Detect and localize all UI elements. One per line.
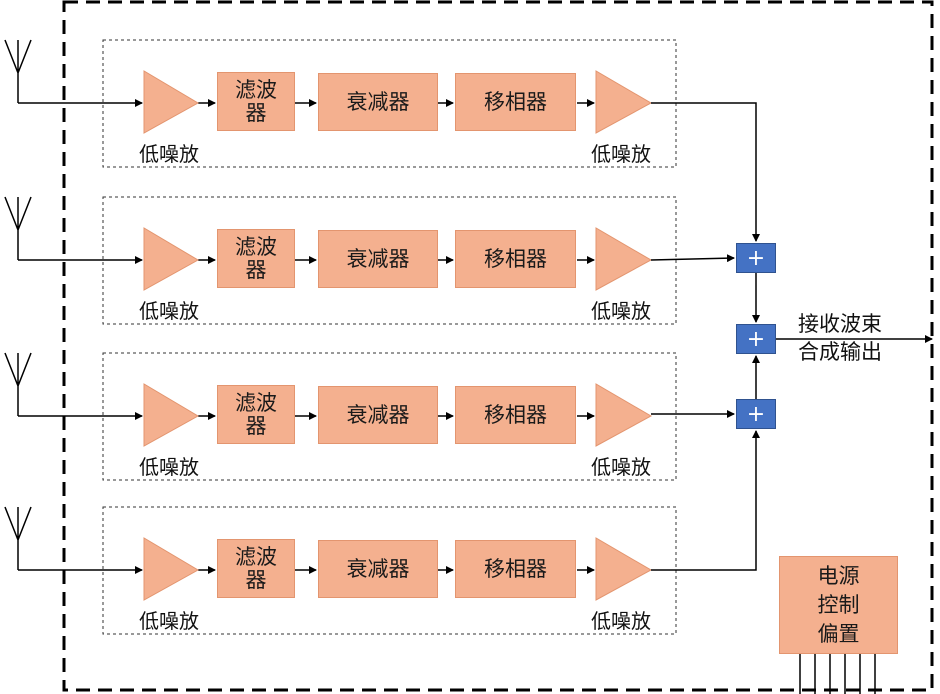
lna-in-label-2: 低噪放 [139,299,199,323]
lna-out-triangle-icon [595,383,653,447]
wire-ch1-to-adder1 [651,102,760,242]
filter-label-line1: 滤波 [235,390,277,415]
lna-in-label-1: 低噪放 [139,142,199,166]
lna-in-triangle-icon [143,383,200,447]
phase-shifter-block-3: 移相器 [455,386,576,444]
filter-label-line1: 滤波 [235,77,277,102]
lna-in-label-4: 低噪放 [139,609,199,633]
output-label: 接收波束 合成输出 [798,310,882,366]
power-control-bias-block: 电源 控制 偏置 [779,556,898,654]
filter-label-line1: 滤波 [235,234,277,259]
attenuator-block-3: 衰减器 [318,386,438,444]
lna-out-label-4: 低噪放 [591,609,651,633]
lna-out-label-2: 低噪放 [591,299,651,323]
filter-block-4: 滤波器 [217,539,295,598]
module-boundary [62,0,934,692]
phase-shifter-block-2: 移相器 [455,230,576,288]
lna-in-triangle-icon [143,227,200,291]
lna-out-label-3: 低噪放 [591,455,651,479]
filter-block-3: 滤波器 [217,385,295,444]
phase-shifter-block-1: 移相器 [455,73,576,131]
attenuator-block-2: 衰减器 [318,230,438,288]
antenna-icon [4,196,32,260]
lna-out-triangle-icon [595,537,653,601]
lna-in-triangle-icon [143,70,200,134]
filter-label-line2: 器 [245,413,267,438]
channel-box-2 [102,196,677,325]
phase-shifter-block-4: 移相器 [455,540,576,598]
antenna-icon [4,506,32,570]
lna-in-triangle-icon [143,537,200,601]
filter-label-line1: 滤波 [235,544,277,569]
lna-out-label-1: 低噪放 [591,142,651,166]
filter-label-line2: 器 [245,567,267,592]
attenuator-block-1: 衰减器 [318,73,438,131]
output-label-line1: 接收波束 [798,312,882,336]
filter-block-1: 滤波器 [217,72,295,131]
power-line1: 电源 [817,563,860,588]
adder-3: + [736,399,776,429]
antenna-icon [4,39,32,103]
lna-out-triangle-icon [595,227,653,291]
lna-in-label-3: 低噪放 [139,455,199,479]
output-label-line2: 合成输出 [798,340,882,364]
filter-label-line2: 器 [245,100,267,125]
lna-out-triangle-icon [595,70,653,134]
antenna-icon [4,352,32,416]
attenuator-block-4: 衰减器 [318,540,438,598]
wire-ch4-to-adder3 [651,430,760,571]
wire-ch2-to-adder1 [650,254,735,263]
channel-box-3 [102,352,677,481]
adder-2: + [736,324,776,354]
filter-label-line2: 器 [245,257,267,282]
power-line2: 控制 [817,592,860,617]
filter-block-2: 滤波器 [217,229,295,288]
power-line3: 偏置 [817,621,860,646]
adder-1: + [736,243,776,273]
